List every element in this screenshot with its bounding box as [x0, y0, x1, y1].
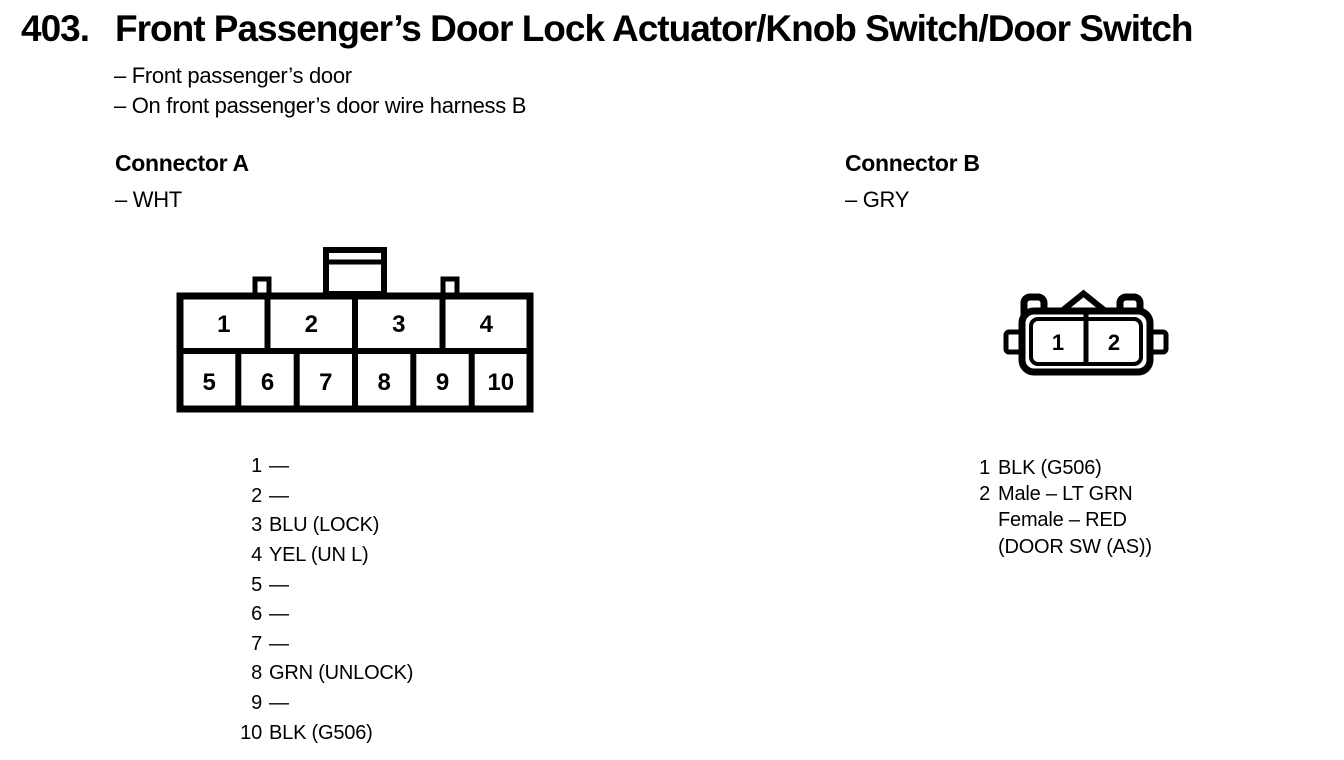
pin-row: 10 BLK (G506) — [234, 718, 413, 748]
pin-label: Male – LT GRN — [998, 482, 1133, 505]
pin-row: 6— — [234, 600, 413, 630]
pin-row: 7— — [234, 630, 413, 660]
cavity-number: 1 — [1052, 330, 1064, 355]
cavity-number: 8 — [378, 369, 391, 396]
pin-label: GRN (UNLOCK) — [269, 662, 414, 685]
cavity-number: 2 — [1108, 330, 1120, 355]
pin-label: BLK (G506) — [998, 456, 1102, 479]
pin-row: 5— — [234, 570, 413, 600]
pin-number: 10 — [240, 721, 262, 744]
pin-label: (DOOR SW (AS)) — [998, 535, 1152, 558]
pin-row: 1— — [234, 452, 413, 482]
location-note-line: – On front passenger’s door wire harness… — [114, 93, 527, 118]
pin-number: 2 — [251, 484, 262, 507]
pin-label: BLU (LOCK) — [269, 514, 380, 537]
pin-label: — — [269, 573, 289, 596]
cavity-number: 6 — [261, 369, 274, 396]
cavity-number: 5 — [203, 369, 216, 396]
cavity-number: 3 — [392, 311, 405, 338]
pin-row: 8 GRN (UNLOCK) — [234, 659, 413, 689]
pin-label: YEL (UN L) — [269, 544, 369, 567]
location-note-line: – Front passenger’s door — [114, 63, 352, 88]
pin-row: 4 YEL (UN L) — [234, 541, 413, 571]
cavity-number: 2 — [305, 311, 318, 338]
pin-row: 9— — [234, 689, 413, 719]
cavity-number: 7 — [319, 369, 332, 396]
pin-row: 2— — [234, 482, 413, 512]
pin-label: BLK (G506) — [269, 721, 373, 744]
pin-label: — — [269, 455, 289, 478]
pin-number: 1 — [251, 455, 262, 478]
cavity-number: 1 — [217, 311, 230, 338]
section-number: 403. — [21, 8, 90, 49]
cavity-number: 4 — [480, 311, 494, 338]
location-notes: – Front passenger’s door – On front pass… — [114, 61, 526, 121]
pin-number: 4 — [251, 544, 262, 567]
pin-row: 1 BLK (G506) — [966, 455, 1152, 481]
connector-a-heading: Connector A — [115, 150, 249, 176]
pin-row: Female – RED — [966, 508, 1152, 534]
pin-label: — — [269, 603, 289, 626]
pin-row: 2 Male – LT GRN — [966, 481, 1152, 507]
pin-number: 8 — [251, 662, 262, 685]
pin-number: 1 — [979, 456, 990, 479]
pin-label: Female – RED — [998, 509, 1127, 532]
pin-number: 9 — [251, 692, 262, 715]
cavity-number: 10 — [487, 369, 514, 396]
pin-row: 3 BLU (LOCK) — [234, 511, 413, 541]
pin-number: 5 — [251, 573, 262, 596]
cavity-number: 9 — [436, 369, 449, 396]
connector-a-diagram: 1 2 3 4 5 6 7 8 9 10 — [176, 247, 534, 413]
latch-tab — [323, 247, 387, 297]
connector-b-color-note: – GRY — [845, 187, 910, 212]
pin-number: 6 — [251, 603, 262, 626]
pin-label: — — [269, 484, 289, 507]
page-title: Front Passenger’s Door Lock Actuator/Kno… — [115, 8, 1194, 49]
pin-number: 3 — [251, 514, 262, 537]
pin-label: — — [269, 632, 289, 655]
connector-b-diagram: 1 2 — [1003, 289, 1169, 376]
connector-a-color-note: – WHT — [115, 187, 182, 212]
connector-b-heading: Connector B — [845, 150, 980, 176]
pin-number: 2 — [979, 482, 990, 505]
pin-label: — — [269, 692, 289, 715]
pin-number: 7 — [251, 632, 262, 655]
pin-row: (DOOR SW (AS)) — [966, 534, 1152, 560]
